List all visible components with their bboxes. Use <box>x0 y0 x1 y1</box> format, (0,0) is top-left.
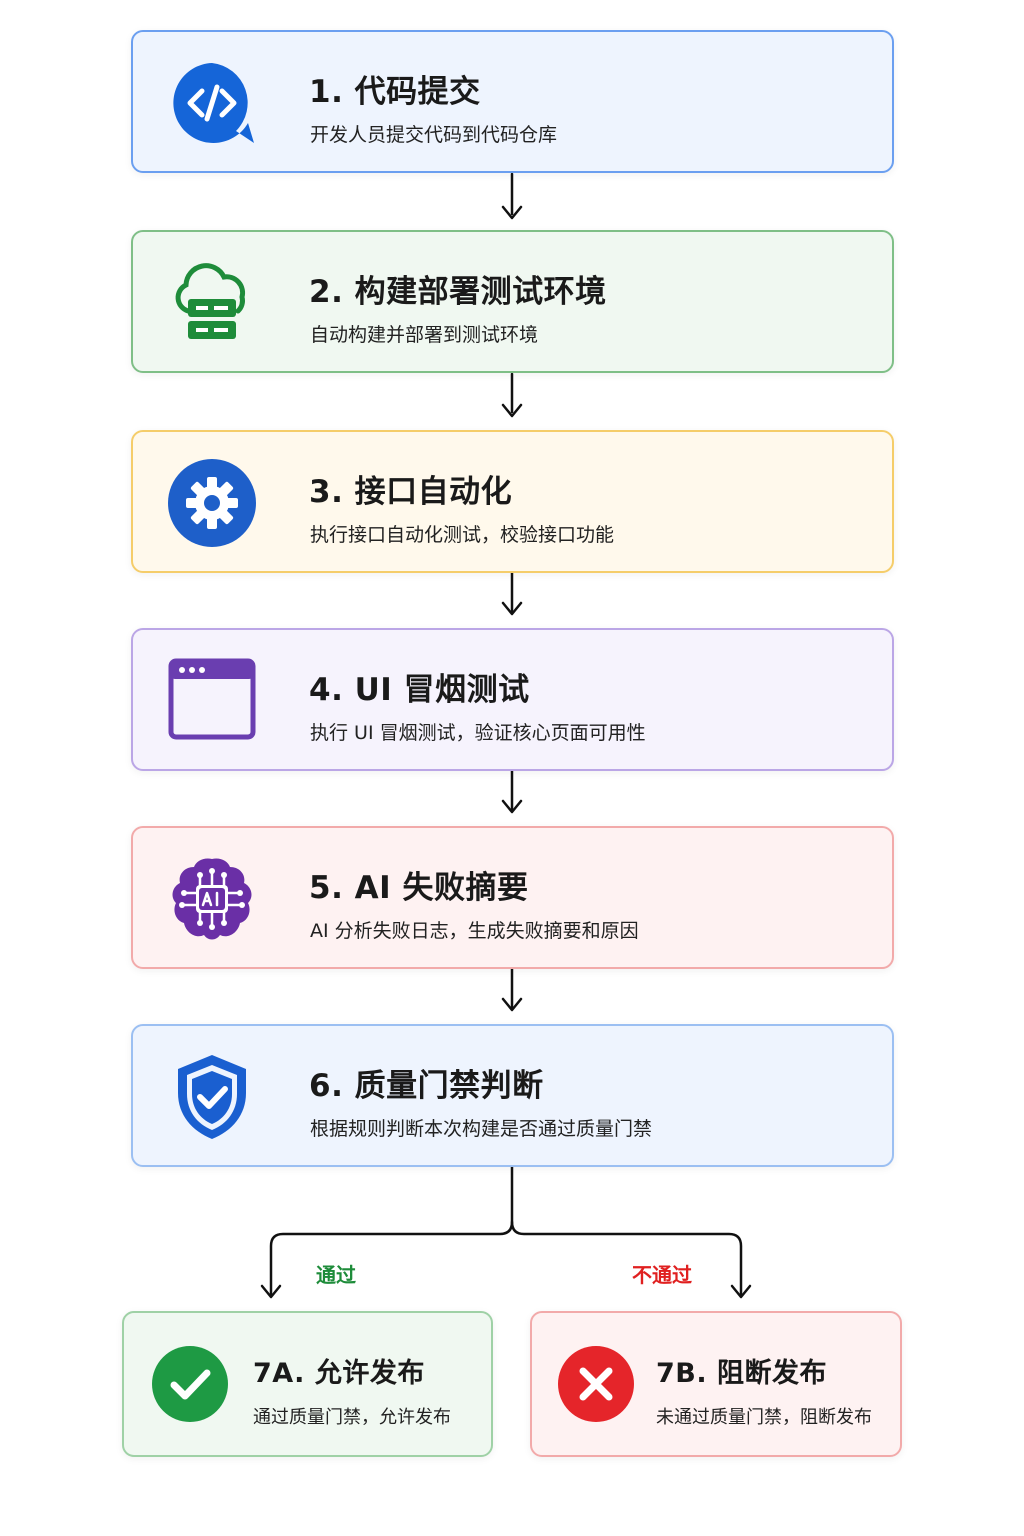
branch-right <box>510 1220 743 1298</box>
arrow-3-4-head <box>501 601 523 616</box>
outcome-description: 通过质量门禁，允许发布 <box>253 1407 451 1428</box>
branch-trunk <box>269 1164 514 1298</box>
x-circle-icon <box>556 1344 636 1424</box>
ai-brain-icon <box>166 853 258 945</box>
step-card-api-automation: 3. 接口自动化 执行接口自动化测试，校验接口功能 <box>131 430 894 573</box>
step-title: 2. 构建部署测试环境 <box>309 274 607 310</box>
step-card-code-commit: 1. 代码提交 开发人员提交代码到代码仓库 <box>131 30 894 173</box>
branch-label-fail: 不通过 <box>632 1263 692 1287</box>
step-description: 执行接口自动化测试，校验接口功能 <box>310 524 615 546</box>
step-description: 开发人员提交代码到代码仓库 <box>310 124 558 146</box>
step-description: 执行 UI 冒烟测试，验证核心页面可用性 <box>310 722 646 744</box>
step-card-quality-gate: 6. 质量门禁判断 根据规则判断本次构建是否通过质量门禁 <box>131 1024 894 1167</box>
outcome-card-block-release: 7B. 阻断发布 未通过质量门禁，阻断发布 <box>530 1311 902 1457</box>
gear-icon <box>166 457 258 549</box>
outcome-title: 7B. 阻断发布 <box>656 1358 828 1389</box>
arrow-1-2-head <box>501 205 523 220</box>
branch-label-pass: 通过 <box>316 1263 356 1287</box>
step-title: 1. 代码提交 <box>309 74 481 110</box>
outcome-card-allow-release: 7A. 允许发布 通过质量门禁，允许发布 <box>122 1311 493 1457</box>
step-description: 自动构建并部署到测试环境 <box>310 324 539 346</box>
browser-window-icon <box>166 655 258 747</box>
step-description: 根据规则判断本次构建是否通过质量门禁 <box>310 1118 653 1140</box>
step-card-ui-smoke-test: 4. UI 冒烟测试 执行 UI 冒烟测试，验证核心页面可用性 <box>131 628 894 771</box>
outcome-title: 7A. 允许发布 <box>253 1358 425 1389</box>
arrow-2-3-head <box>501 403 523 418</box>
arrow-5-6-head <box>501 997 523 1012</box>
step-title: 3. 接口自动化 <box>309 474 513 510</box>
cloud-server-icon <box>166 257 258 349</box>
step-title: 5. AI 失败摘要 <box>309 870 529 906</box>
step-title: 6. 质量门禁判断 <box>309 1068 544 1104</box>
check-circle-icon <box>150 1344 230 1424</box>
step-card-build-deploy: 2. 构建部署测试环境 自动构建并部署到测试环境 <box>131 230 894 373</box>
step-description: AI 分析失败日志，生成失败摘要和原因 <box>310 920 639 942</box>
arrow-4-5-head <box>501 799 523 814</box>
outcome-description: 未通过质量门禁，阻断发布 <box>656 1407 872 1428</box>
step-title: 4. UI 冒烟测试 <box>309 672 530 708</box>
branch-right-head <box>730 1284 752 1299</box>
shield-check-icon <box>166 1051 258 1143</box>
step-card-ai-failure-summary: 5. AI 失败摘要 AI 分析失败日志，生成失败摘要和原因 <box>131 826 894 969</box>
branch-left-head <box>260 1284 282 1299</box>
code-icon <box>166 57 258 149</box>
